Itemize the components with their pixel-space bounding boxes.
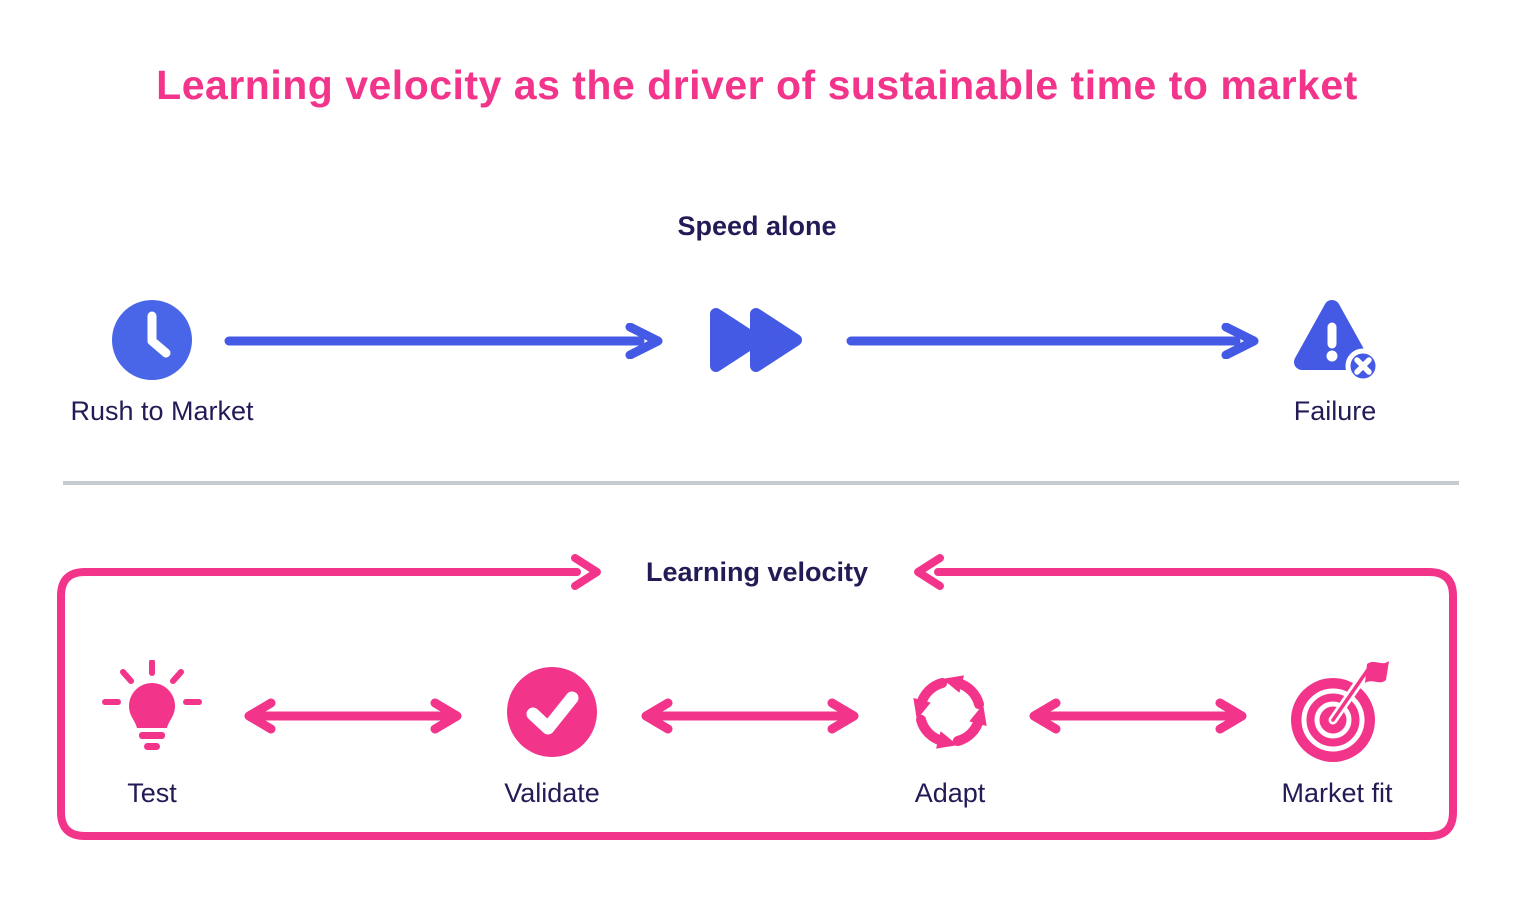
double-arrow-icon bbox=[641, 698, 859, 734]
check-circle-icon bbox=[507, 667, 597, 757]
validate-label: Validate bbox=[504, 778, 600, 808]
section-divider bbox=[63, 481, 1459, 485]
learning-velocity-heading: Learning velocity bbox=[645, 557, 869, 587]
arrow-right-icon bbox=[846, 323, 1259, 359]
adapt-label: Adapt bbox=[914, 778, 986, 808]
double-arrow-icon bbox=[1029, 698, 1247, 734]
clock-icon bbox=[112, 300, 192, 380]
failure-label: Failure bbox=[1293, 396, 1377, 426]
cycle-arrows-icon bbox=[913, 675, 987, 749]
rush-to-market-label: Rush to Market bbox=[70, 396, 254, 426]
page-title: Learning velocity as the driver of susta… bbox=[156, 62, 1358, 108]
learning-velocity-box bbox=[57, 554, 1457, 840]
speed-alone-heading: Speed alone bbox=[677, 211, 837, 241]
lightbulb-icon bbox=[102, 660, 202, 750]
test-label: Test bbox=[127, 778, 177, 808]
fast-forward-icon bbox=[710, 308, 802, 372]
warning-error-icon bbox=[1294, 300, 1381, 384]
market-fit-label: Market fit bbox=[1281, 778, 1393, 808]
double-arrow-icon bbox=[244, 698, 462, 734]
arrow-right-icon bbox=[224, 323, 663, 359]
target-flag-icon bbox=[1291, 661, 1389, 762]
